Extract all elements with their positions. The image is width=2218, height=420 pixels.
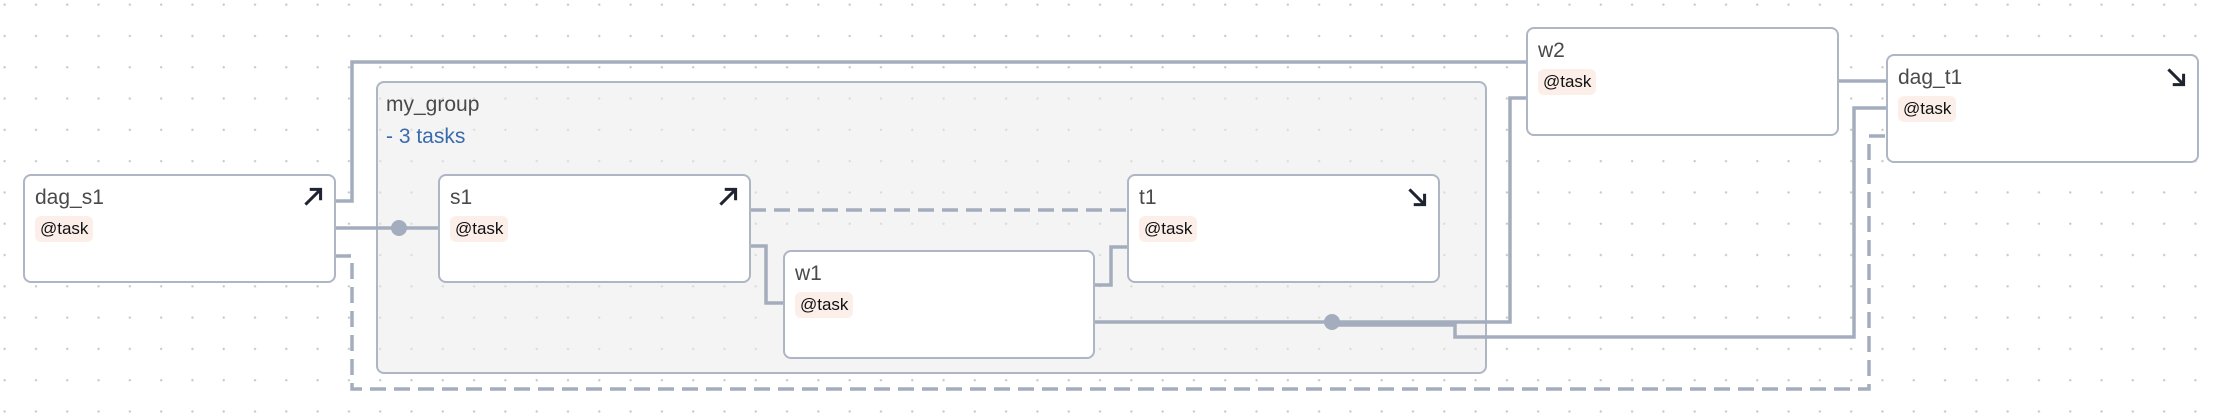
arrow-down-right-icon[interactable] <box>2163 64 2189 90</box>
task-badge: @task <box>795 292 854 318</box>
node-title: t1 <box>1139 186 1157 209</box>
node-title: dag_s1 <box>35 186 104 209</box>
task-badge: @task <box>1139 216 1198 242</box>
task-badge: @task <box>1538 69 1597 95</box>
arrow-up-right-icon[interactable] <box>300 184 326 210</box>
node-title: w2 <box>1538 39 1565 62</box>
node-title: dag_t1 <box>1898 66 1963 89</box>
arrow-down-right-icon[interactable] <box>1404 184 1430 210</box>
node-dag_s1[interactable]: dag_s1 @task <box>23 174 336 283</box>
node-s1[interactable]: s1 @task <box>438 174 751 283</box>
task-badge: @task <box>35 216 94 242</box>
node-w1[interactable]: w1 @task <box>783 250 1095 359</box>
node-title: s1 <box>450 186 473 209</box>
group-title: my_group <box>386 93 480 116</box>
task-badge: @task <box>1898 96 1957 122</box>
task-badge: @task <box>450 216 509 242</box>
node-title: w1 <box>795 262 822 285</box>
node-w2[interactable]: w2 @task <box>1526 27 1839 136</box>
node-dag_t1[interactable]: dag_t1 @task <box>1886 54 2199 163</box>
node-t1[interactable]: t1 @task <box>1127 174 1440 283</box>
arrow-up-right-icon[interactable] <box>715 184 741 210</box>
group-task-count[interactable]: - 3 tasks <box>386 125 466 148</box>
